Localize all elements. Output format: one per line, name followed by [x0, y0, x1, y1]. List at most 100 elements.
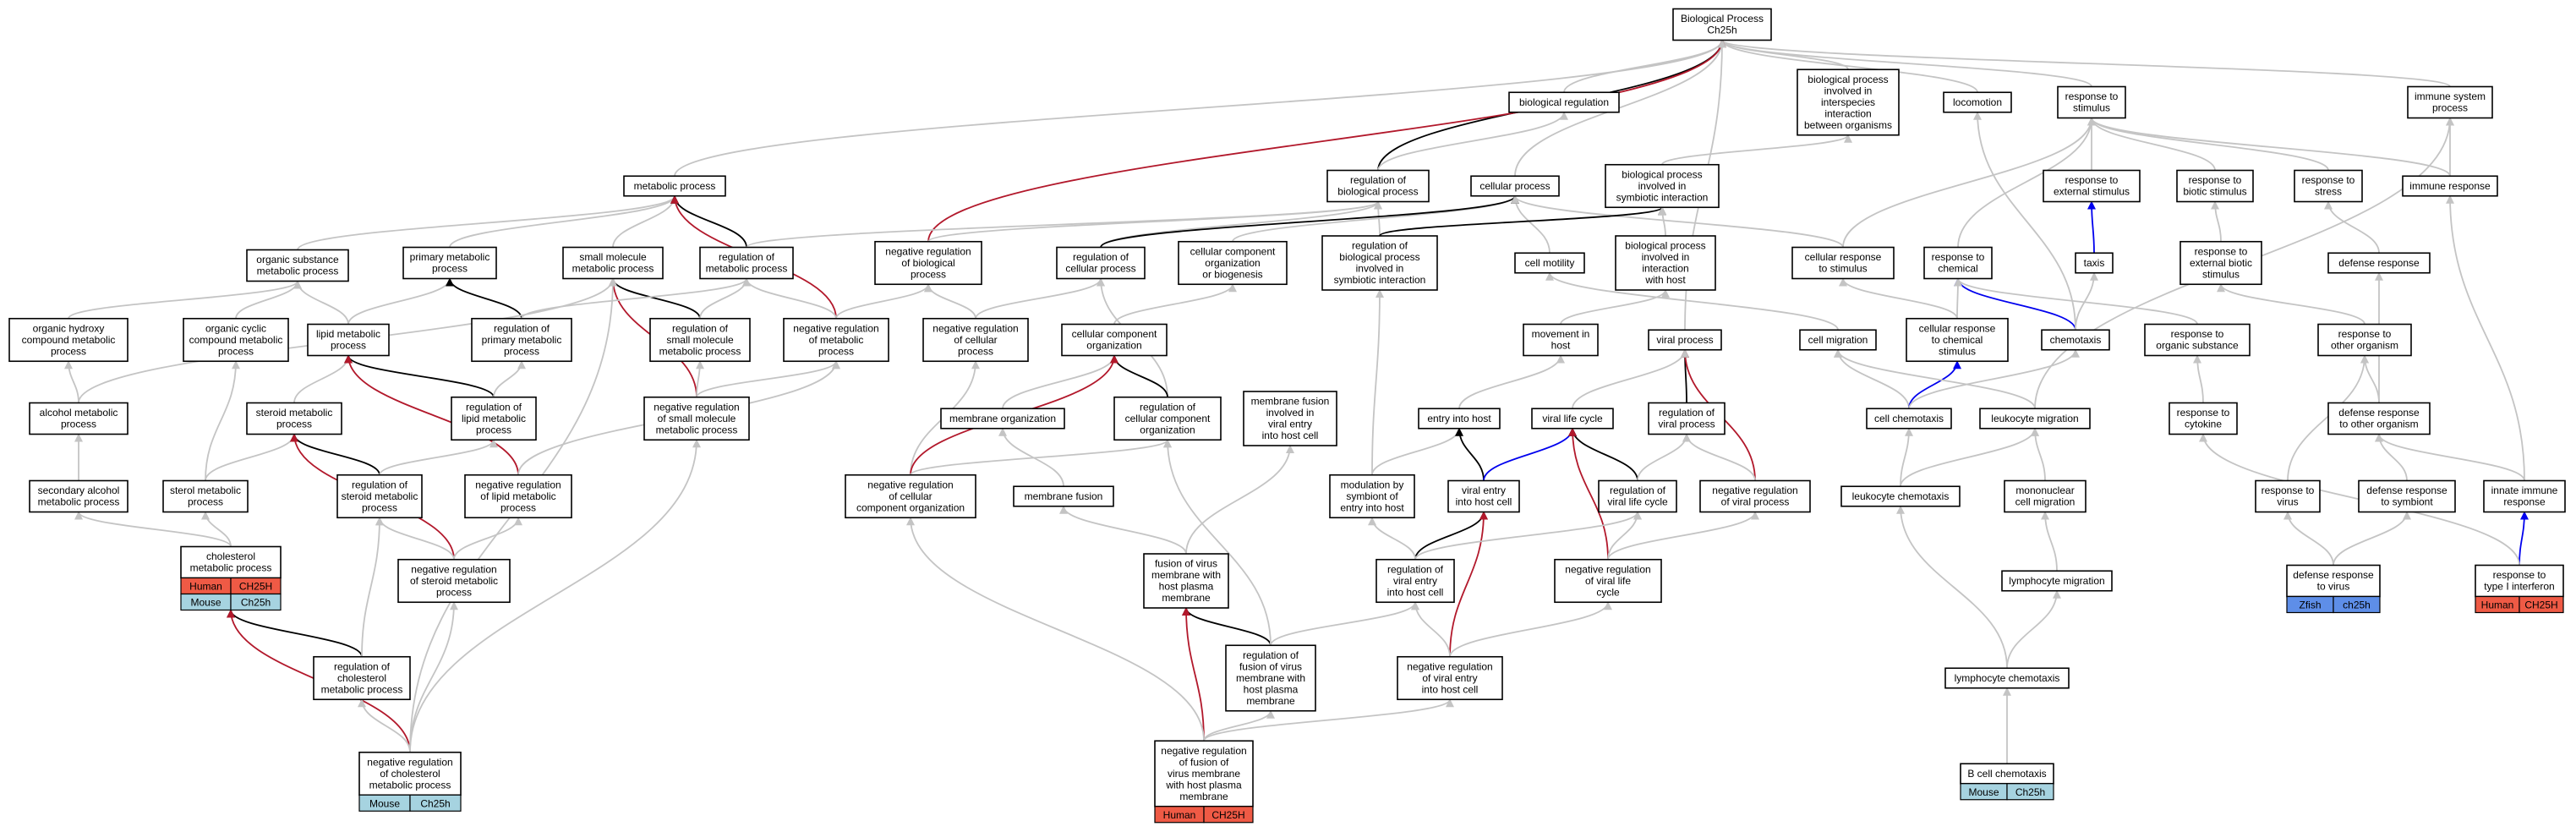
go-term-defense_resp[interactable]: defense response — [2327, 252, 2431, 274]
go-term-chemotaxis[interactable]: chemotaxis — [2041, 329, 2110, 351]
go-term-viral_proc[interactable]: viral process — [1648, 329, 1722, 351]
go-term-cell_motility[interactable]: cell motility — [1514, 252, 1585, 274]
go-term-biol_reg[interactable]: biological regulation — [1508, 91, 1620, 113]
go-term-viral_life[interactable]: viral life cycle — [1531, 408, 1614, 430]
gene-tag-box — [2006, 783, 2054, 801]
go-term-membrane_org[interactable]: membrane organization — [940, 408, 1065, 430]
go-term-lymph_chemotaxis[interactable]: lymphocyte chemotaxis — [1944, 667, 2070, 689]
edge-immune_resp-to-resp_stim — [2087, 117, 2451, 177]
go-term-cellular_proc[interactable]: cellular process — [1470, 175, 1560, 197]
go-term-cell_chemotaxis[interactable]: cell chemotaxis — [1866, 408, 1952, 430]
go-term-taxis[interactable]: taxis — [2075, 252, 2114, 274]
term-box — [2358, 479, 2456, 513]
go-term-membrane_fusion[interactable]: membrane fusion — [1013, 485, 1114, 507]
edge-symbiotic-to-interspecies — [1661, 134, 1852, 166]
term-label-line: negative regulation — [1161, 745, 1246, 757]
edge-resp_biotic-to-resp_stim — [2087, 117, 2216, 171]
edge-reg_viral_life-to-viral_life — [1568, 427, 1638, 481]
go-term-cell_migration[interactable]: cell migration — [1799, 329, 1877, 351]
go-term-lymph_migration[interactable]: lymphocyte migration — [2001, 570, 2113, 592]
go-term-leuk_migration[interactable]: leukocyte migration — [1979, 408, 2091, 430]
term-label-line: regulation of — [1073, 251, 1129, 263]
edge-cell_chemotaxis-to-cell_migration — [1834, 348, 1910, 409]
edge-leuk_chemotaxis-to-leuk_migration — [1900, 427, 2039, 487]
go-term-immune_resp[interactable]: immune response — [2402, 175, 2498, 197]
go-term-metabolic[interactable]: metabolic process — [623, 175, 726, 197]
go-term-locomotion[interactable]: locomotion — [1943, 91, 2012, 113]
go-term-entry_host[interactable]: entry into host — [1418, 408, 1501, 430]
term-label-line: of cellular — [954, 334, 997, 346]
go-term-leuk_chemotaxis[interactable]: leukocyte chemotaxis — [1840, 485, 1961, 507]
term-label-line: compound metabolic — [189, 334, 283, 346]
